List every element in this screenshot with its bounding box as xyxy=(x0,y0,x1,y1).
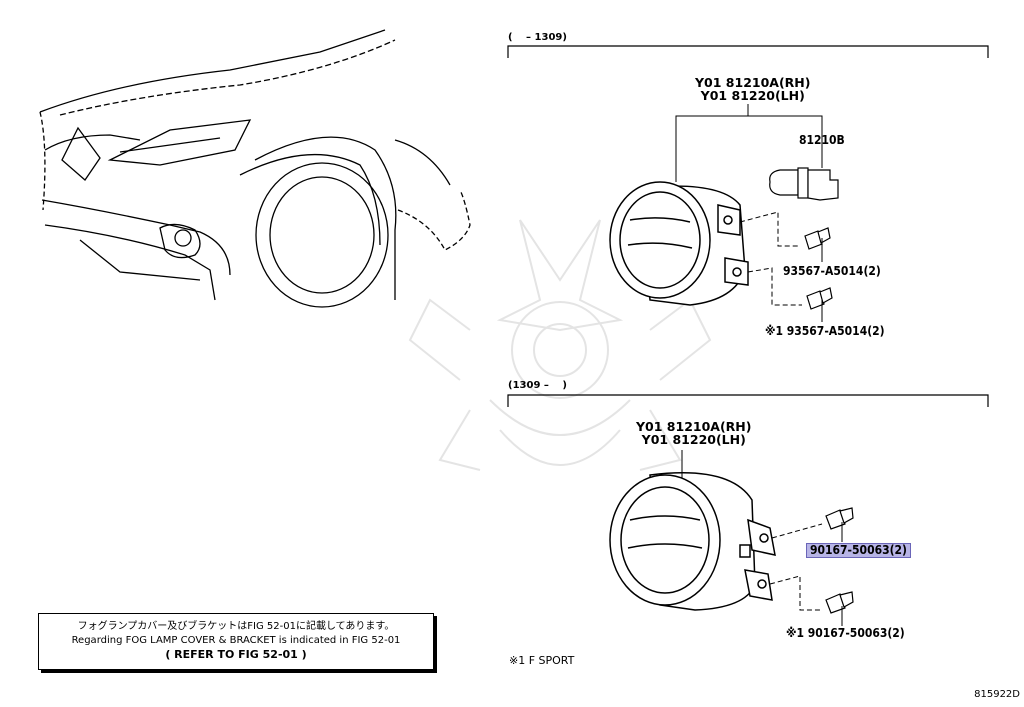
diagram-id: 815922D xyxy=(974,689,1020,700)
watermark-logo xyxy=(408,219,712,471)
footnote-f-sport: ※1 F SPORT xyxy=(509,654,575,667)
lamp-bottom-part-lh[interactable]: Y01 81220(LH) xyxy=(641,432,746,447)
lamp-top-part-lh[interactable]: Y01 81220(LH) xyxy=(700,88,805,103)
bolt-bottom-part-label[interactable]: 90167-50063(2) xyxy=(806,543,911,558)
lamp-top-part-rh[interactable]: Y01 81210A(RH) xyxy=(695,75,811,90)
screw-top-1 xyxy=(804,227,831,250)
bulb-81210b xyxy=(769,167,839,201)
car-front-illustration xyxy=(39,29,471,308)
fog-lamp-bottom xyxy=(609,472,776,611)
section-top-header: ( – 1309) xyxy=(508,32,567,43)
bolt-bottom-2 xyxy=(825,591,854,614)
screw-top-alt-part-label[interactable]: ※1 93567-A5014(2) xyxy=(765,324,885,338)
lamp-bottom-part-rh[interactable]: Y01 81210A(RH) xyxy=(636,419,752,434)
section-brackets xyxy=(507,45,989,407)
bolt-bottom-alt-part-label[interactable]: ※1 90167-50063(2) xyxy=(786,626,905,640)
lamp-top-part-label[interactable]: Y01 81210A(RH) Y01 81220(LH) xyxy=(695,76,810,102)
section-bottom-header: (1309 – ) xyxy=(508,380,567,391)
leaders-bottom xyxy=(681,450,843,626)
leaders-top xyxy=(675,104,823,322)
note-line-jp: フォグランプカバー及びブラケットはFIG 52-01に記載してあります。 xyxy=(77,621,395,632)
bolt-bottom-1 xyxy=(825,507,854,530)
note-refer-link[interactable]: ( REFER TO FIG 52-01 ) xyxy=(165,648,307,661)
fog-lamp-top xyxy=(609,181,749,306)
bulb-part-label[interactable]: 81210B xyxy=(799,133,845,147)
screw-top-part-label[interactable]: 93567-A5014(2) xyxy=(783,264,881,278)
lamp-bottom-part-label[interactable]: Y01 81210A(RH) Y01 81220(LH) xyxy=(636,420,751,446)
reference-note-box: フォグランプカバー及びブラケットはFIG 52-01に記載してあります。 Reg… xyxy=(38,613,434,670)
screw-top-2 xyxy=(806,287,833,310)
note-line-en: Regarding FOG LAMP COVER & BRACKET is in… xyxy=(71,635,401,646)
